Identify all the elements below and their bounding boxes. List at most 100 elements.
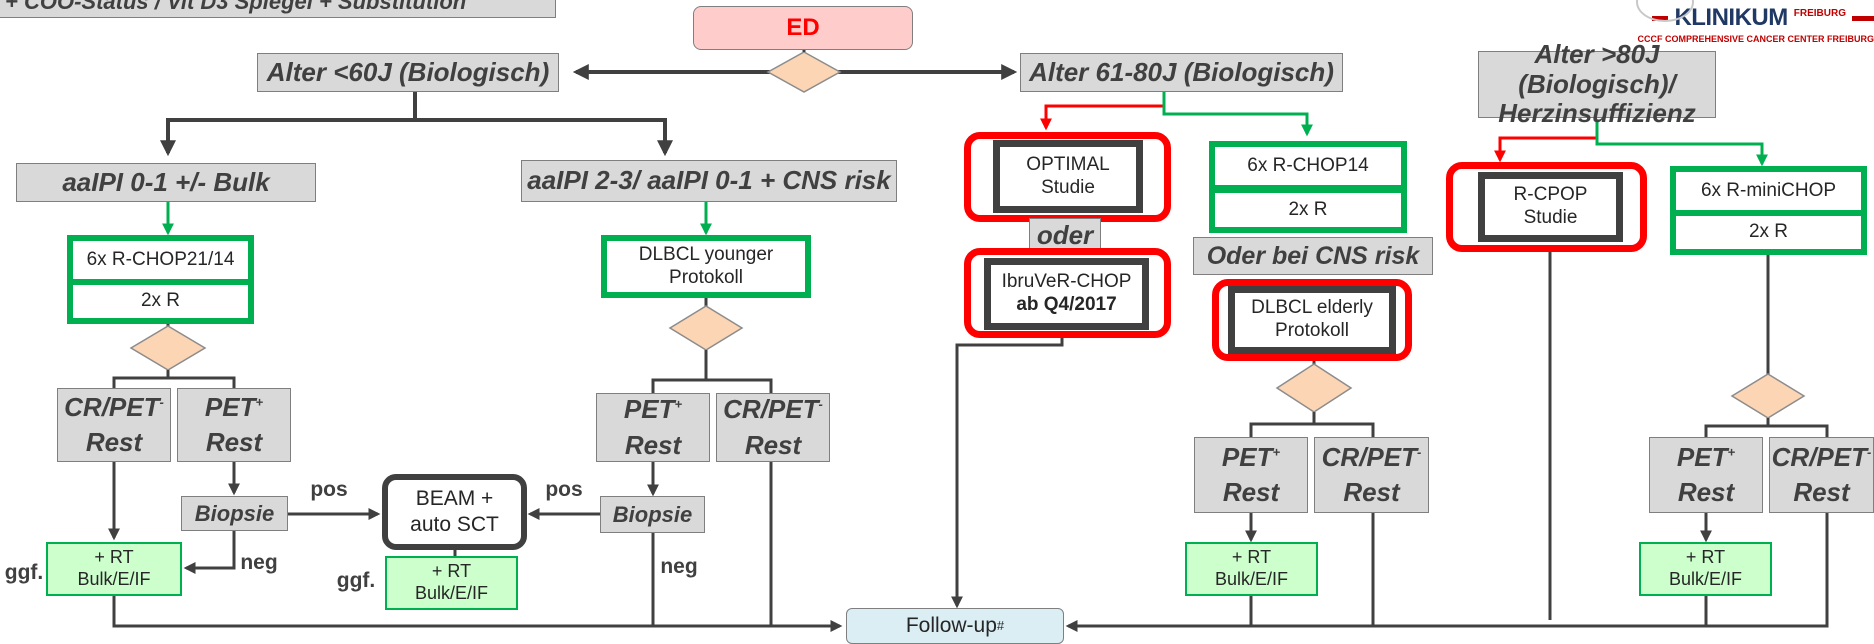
rt-line1: + RT xyxy=(1685,547,1726,568)
result-sup: + xyxy=(674,396,683,412)
risk-low: aaIPI 0-1 +/- Bulk xyxy=(16,163,316,202)
connector-young-split xyxy=(160,90,417,157)
connector-biopsie-neg xyxy=(183,531,236,574)
logo-bar xyxy=(1852,15,1874,21)
label-ggf-mid: ggf. xyxy=(336,569,376,592)
age-old-line2: Herzinsuffizienz xyxy=(1498,98,1696,129)
label-pos-left: pos xyxy=(310,478,348,501)
connector-old-split xyxy=(1704,418,1770,437)
connector-left-bottom xyxy=(112,596,843,632)
connector-low-split xyxy=(112,370,170,388)
label-oder: oder xyxy=(1029,218,1101,252)
result-label: Rest xyxy=(85,427,143,457)
rt-line1: + RT xyxy=(1231,547,1272,568)
logo-name: KLINIKUM xyxy=(1674,4,1788,31)
regimen-rchop21-14: 6x R-CHOP21/14 xyxy=(67,235,254,285)
result-label: Rest xyxy=(1793,477,1850,507)
decision-diamond xyxy=(129,325,207,371)
decision-diamond xyxy=(668,305,744,351)
top-banner: + COO-Status / Vit D3 Spiegel + Substitu… xyxy=(0,0,556,18)
biopsie-left: Biopsie xyxy=(181,496,288,531)
connector-middle-split xyxy=(1249,412,1316,437)
regimen-rminichop: 6x R-miniCHOP xyxy=(1670,166,1867,216)
result-sup: + xyxy=(255,394,264,410)
result-label: Rest xyxy=(1222,477,1280,507)
result-label: PET xyxy=(1676,441,1728,472)
ring-rcpop xyxy=(1446,162,1647,252)
decision-diamond xyxy=(766,51,842,93)
label-neg-left: neg xyxy=(240,551,278,574)
connector-right-bottom xyxy=(1065,513,1829,632)
regimen-2xr-middle: 2x R xyxy=(1209,187,1407,233)
result-label: Rest xyxy=(1343,477,1400,507)
start-node-ed: ED xyxy=(693,6,913,50)
study-line2: ab Q4/2017 xyxy=(1016,294,1117,315)
rt-line1: + RT xyxy=(431,561,472,582)
connector-high-split-right xyxy=(706,378,773,393)
risk-high: aaIPI 2-3/ aaIPI 0-1 + CNS risk xyxy=(521,160,897,202)
protocol-younger-line2: Protokoll xyxy=(669,266,743,288)
beam-line2: auto SCT xyxy=(410,513,499,536)
result-pet-pos-high: PET+ Rest xyxy=(596,393,710,462)
rt-line1: + RT xyxy=(94,547,134,568)
protocol-younger-line1: DLBCL younger xyxy=(638,243,774,265)
protocol-dlbcl-elderly: DLBCL elderly Protokoll xyxy=(1228,286,1396,354)
result-cr-pet-high: CR/PET- Rest xyxy=(716,393,830,462)
logo-superscript: FREIBURG xyxy=(1793,8,1846,19)
rt-mid: + RT Bulk/E/IF xyxy=(385,556,518,610)
ring-elderly xyxy=(1212,279,1412,361)
result-sup: - xyxy=(1867,444,1872,460)
result-sup: - xyxy=(1417,444,1422,460)
result-cr-pet-middle: CR/PET- Rest xyxy=(1314,437,1429,513)
result-label: Rest xyxy=(205,427,263,457)
ring-ibru xyxy=(964,248,1171,338)
connector-middle-red xyxy=(1040,92,1166,131)
protocol-dlbcl-younger: DLBCL younger Protokoll xyxy=(601,235,811,298)
regimen-rchop14: 6x R-CHOP14 xyxy=(1209,141,1407,191)
result-label: Rest xyxy=(744,429,802,460)
result-sup: + xyxy=(1727,444,1736,460)
age-old-line1: Alter >80J (Biologisch)/ xyxy=(1518,38,1676,99)
rt-old: + RT Bulk/E/IF xyxy=(1639,542,1772,596)
regimen-2xr-young: 2x R xyxy=(67,279,254,324)
connector-ibru-down xyxy=(951,333,1064,609)
logo: KLINIKUM FREIBURG CCCF COMPREHENSIVE CAN… xyxy=(1636,0,1874,48)
label-ggf-left: ggf. xyxy=(4,561,44,584)
study-line1: IbruVeR-CHOP xyxy=(1001,271,1132,293)
note-cns-risk: Oder bei CNS risk xyxy=(1193,237,1433,275)
connector-middle-split-right xyxy=(1314,422,1375,437)
result-pet-pos-middle: PET+ Rest xyxy=(1194,437,1308,513)
study-line2: Studie xyxy=(1523,207,1578,228)
result-label: PET xyxy=(623,394,675,425)
study-optimal: OPTIMAL Studie xyxy=(993,140,1143,213)
rt-line2: Bulk/E/IF xyxy=(77,569,151,589)
connector-old-green xyxy=(1595,120,1768,167)
label-pos-right: pos xyxy=(545,478,583,501)
decision-diamond xyxy=(1730,373,1806,419)
result-pet-pos-low: PET+ Rest xyxy=(177,388,291,462)
regimen-2xr-old: 2x R xyxy=(1670,210,1867,255)
study-rcpop: R-CPOP Studie xyxy=(1478,172,1623,242)
result-label: PET xyxy=(1221,441,1273,472)
study-line1: OPTIMAL xyxy=(1026,153,1110,175)
result-label: CR/PET xyxy=(64,391,160,422)
result-sup: + xyxy=(1272,444,1281,460)
decision-diamond xyxy=(1275,363,1353,413)
result-label: CR/PET xyxy=(723,394,819,425)
study-ibru: IbruVeR-CHOP ab Q4/2017 xyxy=(984,258,1149,330)
result-label: Rest xyxy=(624,429,682,460)
connector-young-split-right xyxy=(415,118,673,157)
age-middle: Alter 61-80J (Biologisch) xyxy=(1020,53,1343,92)
connector-old-split-right xyxy=(1768,424,1829,437)
result-sup: - xyxy=(818,396,823,412)
rt-left: + RT Bulk/E/IF xyxy=(46,542,182,596)
study-line1: R-CPOP xyxy=(1513,184,1588,206)
biopsie-right: Biopsie xyxy=(600,496,705,533)
beam-auto-sct: BEAM + auto SCT xyxy=(382,474,527,550)
study-line2: Studie xyxy=(1041,176,1095,198)
logo-subtitle: CCCF COMPREHENSIVE CANCER CENTER FREIBUR… xyxy=(1637,34,1874,44)
beam-line1: BEAM + xyxy=(415,486,494,510)
result-cr-pet-low: CR/PET- Rest xyxy=(57,388,171,462)
